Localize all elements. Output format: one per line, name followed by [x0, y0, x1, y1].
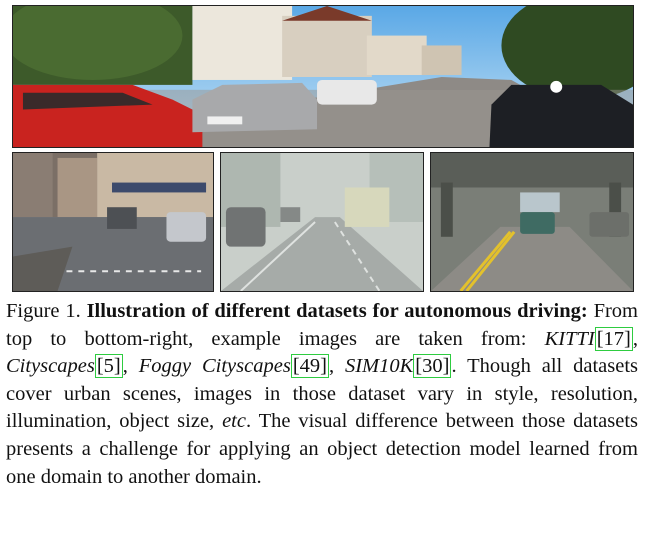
kitti-citation-link[interactable]: [17]	[594, 326, 633, 351]
caption-text-2: Though all datasets cover urban scenes, …	[6, 355, 638, 433]
sim10k-name: SIM10K	[344, 355, 414, 378]
caption-text-1: From top to bottom-right, example images…	[6, 300, 638, 350]
sim10k-citation-link[interactable]: [30]	[413, 354, 452, 379]
sim10k-image	[430, 152, 634, 292]
foggy-cityscapes-name: Foggy Cityscapes	[138, 355, 291, 378]
caption-title: Illustration of different datasets for a…	[86, 300, 588, 322]
kitti-name: KITTI	[544, 327, 595, 350]
cityscapes-name: Cityscapes	[6, 355, 95, 378]
foggy-cityscapes-image	[220, 152, 424, 292]
cityscapes-citation-link[interactable]: [5]	[94, 354, 123, 379]
figure-caption: Figure 1. Illustration of different data…	[6, 300, 638, 488]
kitti-image	[12, 5, 634, 148]
caption-text-3: The visual difference between those data…	[6, 410, 638, 488]
figure-label: Figure 1.	[6, 300, 81, 322]
cityscapes-image	[12, 152, 214, 292]
foggy-cityscapes-citation-link[interactable]: [49]	[290, 354, 329, 379]
etc-text: etc	[222, 410, 246, 433]
